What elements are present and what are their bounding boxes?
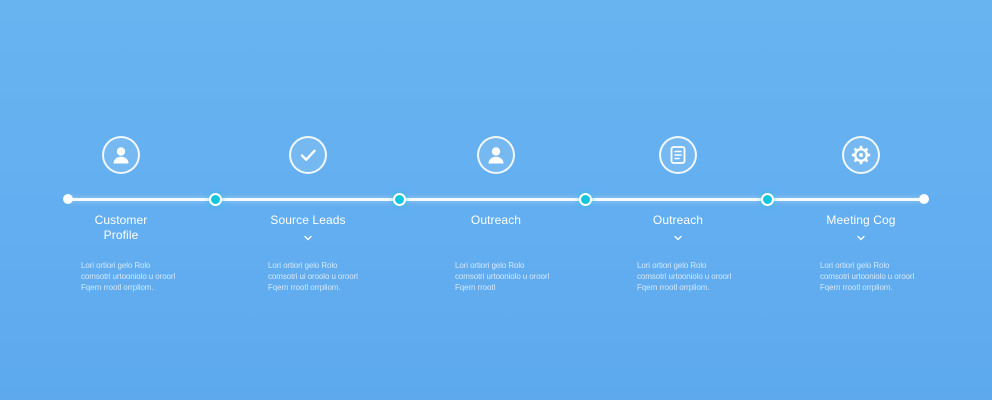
- step-description: Lori ortiori gelo Rolo comsotri urtoonio…: [637, 261, 732, 292]
- timeline-node-1: [209, 193, 222, 206]
- timeline-step-5: Meeting Cog Lori ortiori gelo Rolo comso…: [771, 136, 951, 292]
- step-label: Meeting Cog: [826, 213, 896, 227]
- timeline-node-2: [393, 193, 406, 206]
- checkmark-icon: [289, 136, 327, 174]
- timeline-node-3: [579, 193, 592, 206]
- timeline-step-2: Source Leads Lori ortiori gelo Rolo coms…: [218, 136, 398, 292]
- step-description: Lori ortiori gelo Rolo comsotri ui orool…: [268, 261, 358, 292]
- timeline-step-4: Outreach Lori ortiori gelo Rolo comsotri…: [588, 136, 768, 292]
- user-icon: [477, 136, 515, 174]
- chevron-down-icon: [857, 235, 865, 241]
- step-label: Source Leads: [270, 213, 346, 227]
- timeline-start-dot: [63, 194, 73, 204]
- step-label: Customer Profile: [94, 213, 148, 242]
- timeline-node-4: [761, 193, 774, 206]
- step-description: Lori ortiori gelo Rolo comsotri urtoonio…: [820, 261, 915, 292]
- chevron-down-icon: [674, 235, 682, 241]
- gear-icon: [842, 136, 880, 174]
- timeline-end-dot: [919, 194, 929, 204]
- timeline-step-3: Outreach Lori ortiori gelo Rolo comsotri…: [406, 136, 586, 292]
- chevron-down-icon: [304, 235, 312, 241]
- document-icon: [659, 136, 697, 174]
- step-description: Lori ortiori gelo Rolo comsotri urtoonio…: [81, 261, 176, 292]
- user-icon: [102, 136, 140, 174]
- step-label: Outreach: [652, 213, 704, 227]
- timeline-step-1: Customer Profile Lori ortiori gelo Rolo …: [31, 136, 211, 292]
- step-label: Outreach: [470, 213, 522, 227]
- step-description: Lori ortiori gelo Rolo comsotri urtoonio…: [455, 261, 550, 292]
- timeline-track: [68, 198, 924, 201]
